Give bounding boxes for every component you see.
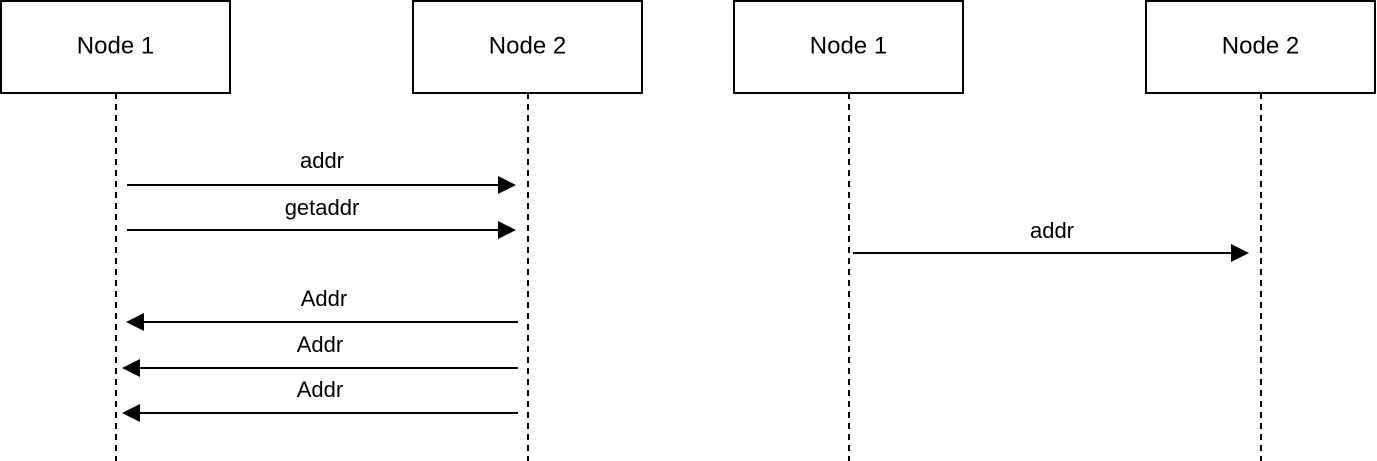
message-arrow: Addr bbox=[126, 286, 518, 331]
sequence-diagram-2: Node 1 Node 2 addr bbox=[733, 0, 1376, 461]
arrowhead-right-icon bbox=[1231, 244, 1249, 262]
arrowhead-right-icon bbox=[498, 221, 516, 239]
participant-node-1: Node 1 bbox=[733, 0, 964, 94]
message-arrow: Addr bbox=[122, 377, 518, 422]
sequence-diagram-1: Node 1 Node 2 addr getaddr Addr Addr bbox=[0, 0, 643, 461]
message-arrow: getaddr bbox=[127, 195, 516, 239]
message-arrow: addr bbox=[853, 218, 1249, 262]
arrowhead-left-icon bbox=[126, 313, 144, 331]
participant-label: Node 2 bbox=[489, 32, 566, 59]
participant-label: Node 1 bbox=[810, 32, 887, 59]
message-label: getaddr bbox=[285, 195, 360, 220]
message-label: Addr bbox=[297, 332, 343, 357]
participant-node-2: Node 2 bbox=[1145, 0, 1376, 94]
arrowhead-left-icon bbox=[122, 359, 140, 377]
message-label: Addr bbox=[301, 286, 347, 311]
participant-node-1: Node 1 bbox=[0, 0, 231, 94]
message-arrow: addr bbox=[127, 148, 516, 194]
message-label: addr bbox=[300, 148, 344, 173]
arrowhead-left-icon bbox=[122, 404, 140, 422]
message-label: Addr bbox=[297, 377, 343, 402]
message-label: addr bbox=[1030, 218, 1074, 243]
participant-node-2: Node 2 bbox=[412, 0, 643, 94]
arrowhead-right-icon bbox=[498, 176, 516, 194]
message-arrow: Addr bbox=[122, 332, 518, 377]
participant-label: Node 2 bbox=[1222, 32, 1299, 59]
participant-label: Node 1 bbox=[77, 32, 154, 59]
